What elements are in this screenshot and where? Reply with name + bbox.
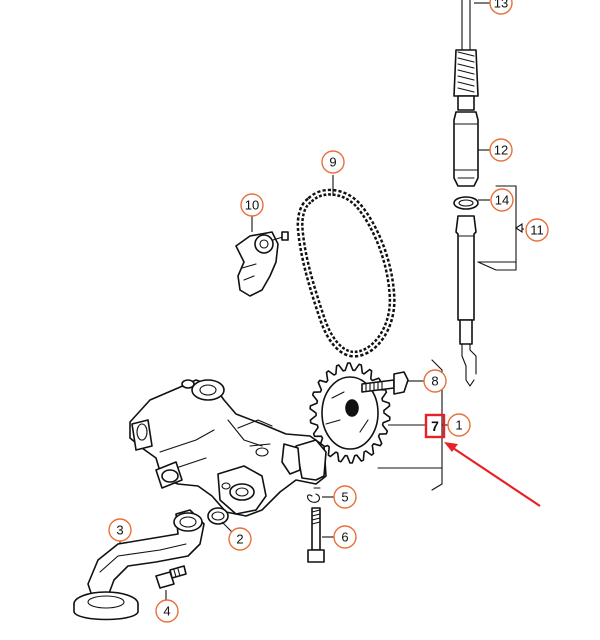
svg-text:7: 7 <box>431 418 439 434</box>
callout-8: 8 <box>423 369 447 393</box>
svg-text:5: 5 <box>341 490 348 505</box>
callout-1: 1 <box>447 413 471 437</box>
callout-12: 12 <box>489 138 513 162</box>
svg-text:3: 3 <box>116 523 123 538</box>
svg-text:8: 8 <box>431 374 438 389</box>
callout-3: 3 <box>108 518 132 542</box>
highlight-arrow <box>444 442 541 507</box>
suction-pipe <box>73 509 205 621</box>
svg-text:4: 4 <box>163 604 170 619</box>
callout-9: 9 <box>321 150 345 174</box>
svg-text:13: 13 <box>494 0 508 11</box>
bolt-4 <box>155 565 187 589</box>
circlip-5 <box>306 487 321 503</box>
chain-tensioner <box>235 231 289 297</box>
drive-chain <box>296 188 396 358</box>
svg-text:14: 14 <box>495 193 509 208</box>
svg-text:11: 11 <box>530 223 544 238</box>
svg-text:1: 1 <box>455 418 462 433</box>
highlight-part-7: 7 <box>424 413 446 439</box>
svg-text:9: 9 <box>329 155 336 170</box>
svg-text:6: 6 <box>341 530 348 545</box>
callout-4: 4 <box>155 599 179 623</box>
callout-14: 14 <box>490 188 514 212</box>
callout-13: 13 <box>489 0 513 15</box>
callout-6: 6 <box>333 525 357 549</box>
callout-5: 5 <box>333 485 357 509</box>
svg-text:2: 2 <box>236 532 243 547</box>
svg-text:12: 12 <box>494 143 508 158</box>
callout-2: 2 <box>228 527 252 551</box>
bolt-6 <box>307 507 325 563</box>
svg-text:10: 10 <box>245 198 259 213</box>
o-ring-2 <box>207 507 229 525</box>
callout-11: 11 <box>525 218 549 242</box>
dipstick-assembly <box>453 0 517 387</box>
bolt-8 <box>361 371 409 395</box>
callout-10: 10 <box>240 193 264 217</box>
oil-pump-housing <box>129 379 327 517</box>
